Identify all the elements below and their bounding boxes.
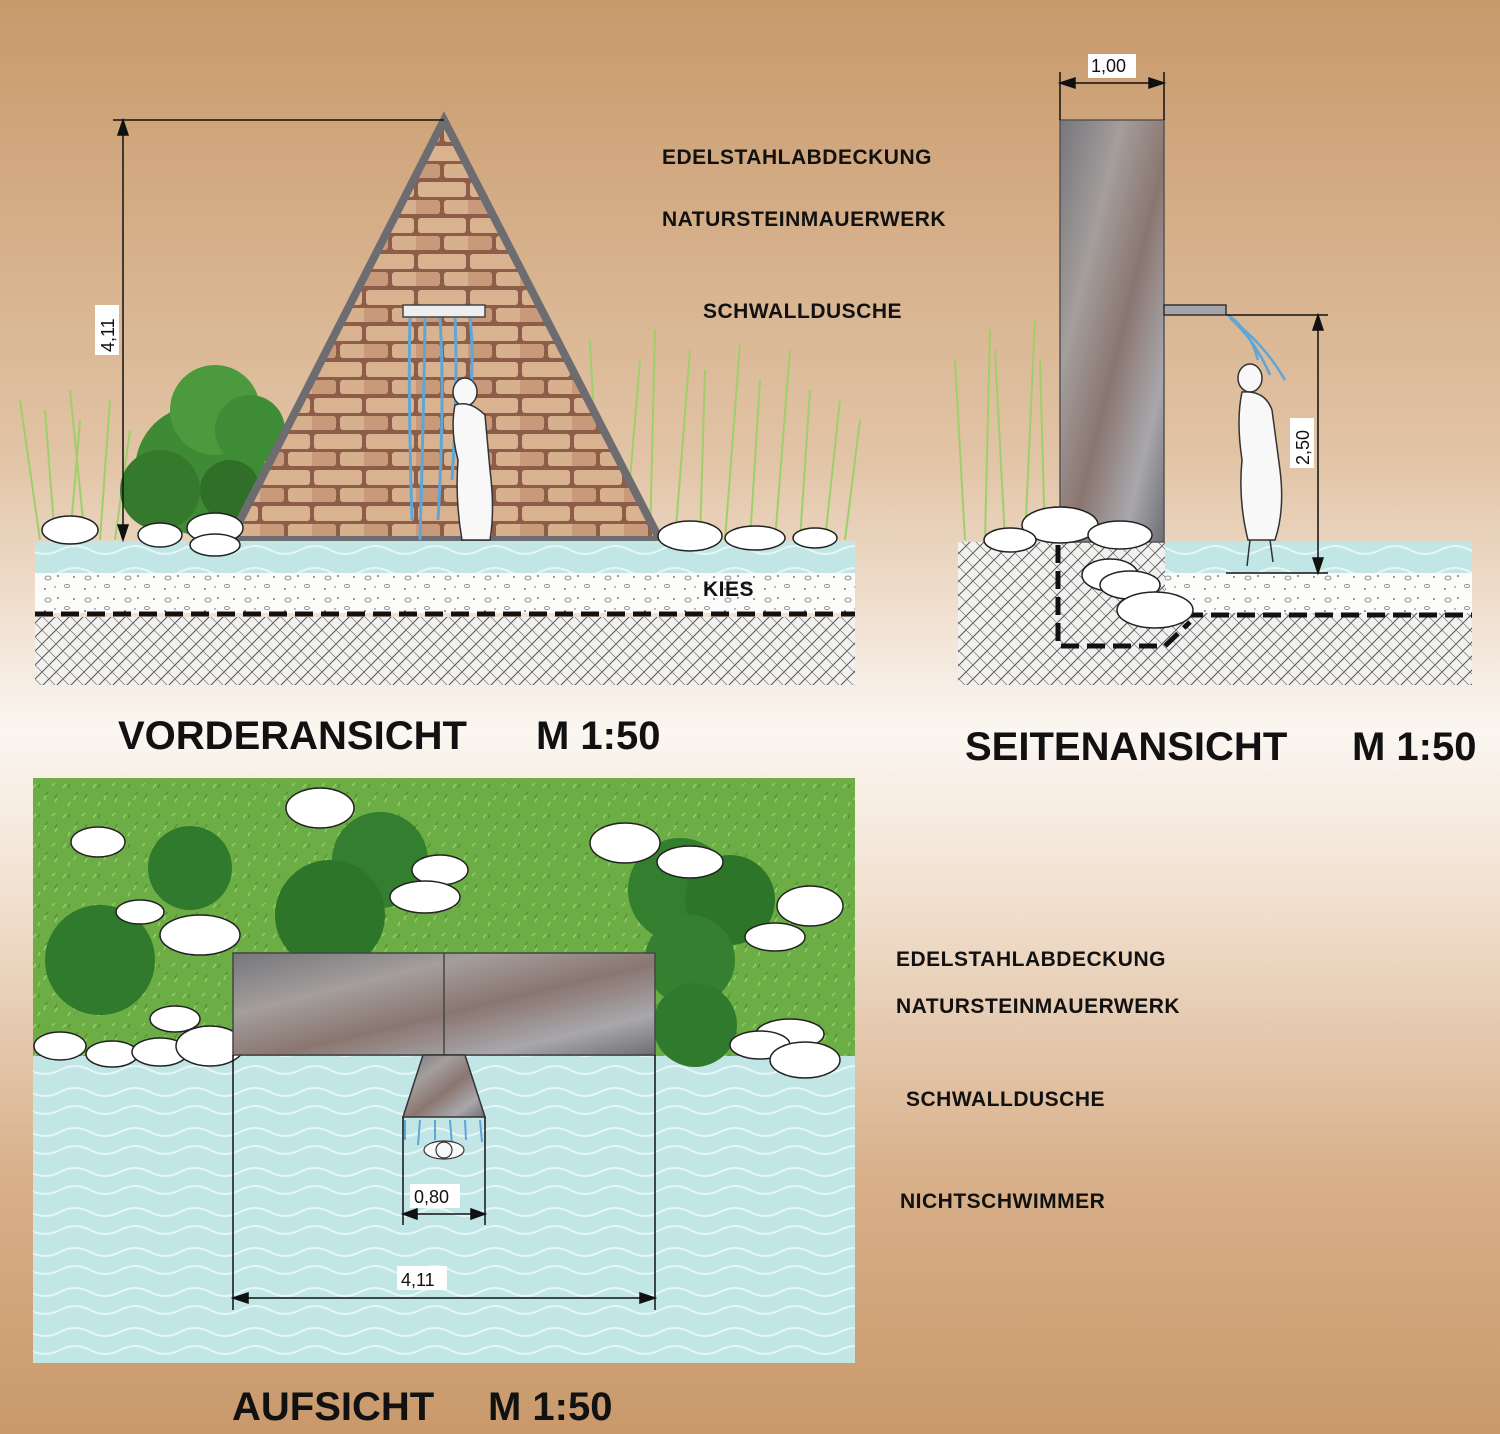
front-shower-outlet — [402, 304, 486, 318]
top-label-shower: SCHWALLDUSCHE — [906, 1088, 1105, 1111]
front-grass-left — [19, 389, 131, 541]
top-shower-label: 0,80 — [414, 1187, 449, 1207]
top-shower-label-bg — [410, 1184, 460, 1208]
top-wall-label-bg — [397, 1266, 447, 1290]
front-shrub — [120, 365, 285, 535]
front-label-gravel: KIES — [703, 578, 754, 601]
top-label-masonry: NATURSTEINMAUERWERK — [896, 995, 1180, 1018]
top-view-title: AUFSICHT — [232, 1385, 434, 1429]
side-height-label: 2,50 — [1293, 430, 1313, 465]
side-height-dimension — [1226, 312, 1328, 576]
side-view-title: SEITENANSICHT — [965, 725, 1287, 769]
top-shower-dimension — [400, 1117, 488, 1225]
top-view-scale: M 1:50 — [488, 1385, 613, 1429]
top-person — [423, 1140, 465, 1160]
front-soil — [35, 617, 855, 685]
top-water-jet — [404, 1119, 483, 1146]
front-height-dimension — [113, 117, 444, 543]
side-width-dimension — [1057, 72, 1167, 120]
top-label-cover: EDELSTAHLABDECKUNG — [896, 948, 1166, 971]
top-wall-label: 4,11 — [401, 1270, 435, 1290]
side-stones — [983, 506, 1194, 629]
side-water-jet — [1227, 313, 1287, 381]
front-height-label-bg — [95, 305, 119, 355]
front-label-cover: EDELSTAHLABDECKUNG — [662, 146, 932, 169]
front-view: 4,11 EDELSTAHLABDECKUNG NATURSTEINMAUERW… — [19, 111, 946, 758]
front-view-title: VORDERANSICHT — [118, 714, 467, 758]
front-view-scale: M 1:50 — [536, 714, 661, 758]
front-water — [35, 541, 855, 573]
front-water-jet — [407, 317, 474, 541]
pyramid-wall — [223, 111, 667, 544]
side-view-scale: M 1:50 — [1352, 725, 1477, 769]
side-wall — [1059, 119, 1165, 543]
side-person — [1237, 363, 1283, 567]
front-gravel — [35, 573, 855, 613]
front-label-shower: SCHWALLDUSCHE — [703, 300, 902, 323]
top-label-non-swimmer: NICHTSCHWIMMER — [900, 1190, 1105, 1213]
top-view: 0,80 4,11 EDELSTAHLABDECKUNG NATURSTEINM… — [33, 778, 1180, 1429]
side-view: 1,00 2,50 SEITENANSICHT M 1:50 — [954, 54, 1477, 769]
top-wall-dimension — [230, 1055, 658, 1310]
side-shower-outlet — [1163, 304, 1227, 316]
side-grass — [954, 319, 1091, 541]
front-person — [452, 377, 494, 571]
side-width-label-bg — [1088, 54, 1136, 78]
side-height-label-bg — [1290, 418, 1314, 468]
side-gravel — [1165, 573, 1472, 613]
front-height-label: 4,11 — [98, 318, 118, 352]
side-width-label: 1,00 — [1091, 56, 1126, 76]
front-stones — [41, 512, 838, 557]
side-foundation-liner — [1055, 545, 1192, 649]
front-label-masonry: NATURSTEINMAUERWERK — [662, 208, 946, 231]
top-stones — [33, 787, 844, 1079]
